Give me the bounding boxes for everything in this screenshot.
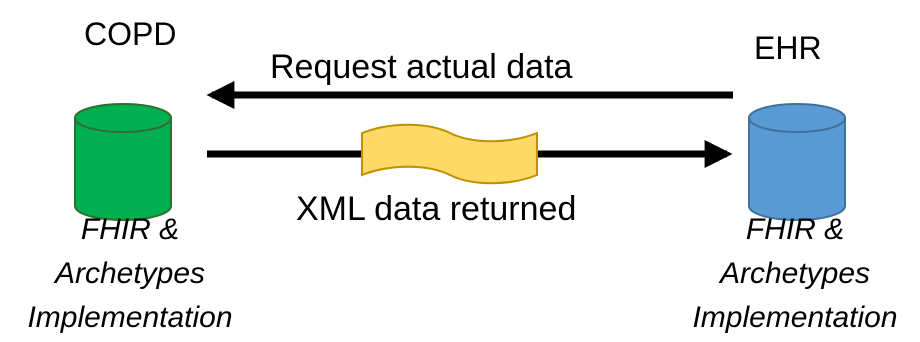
response-label: XML data returned [296,190,577,228]
ehr-caption-line-3: Implementation [692,301,898,334]
copd-database-icon [74,103,172,221]
copd-caption-line-2: Archetypes [54,257,206,290]
ehr-caption: FHIR & Archetypes Implementation [675,208,915,340]
ehr-caption-line-1: FHIR & [745,213,845,246]
ehr-title: EHR [754,30,822,66]
xml-document-icon [361,123,538,185]
ehr-database-icon [748,103,846,221]
copd-title: COPD [84,16,177,52]
copd-caption-line-3: Implementation [27,301,233,334]
copd-caption: FHIR & Archetypes Implementation [10,208,250,340]
request-label: Request actual data [270,48,573,86]
copd-caption-line-1: FHIR & [80,213,180,246]
ehr-caption-line-2: Archetypes [719,257,871,290]
